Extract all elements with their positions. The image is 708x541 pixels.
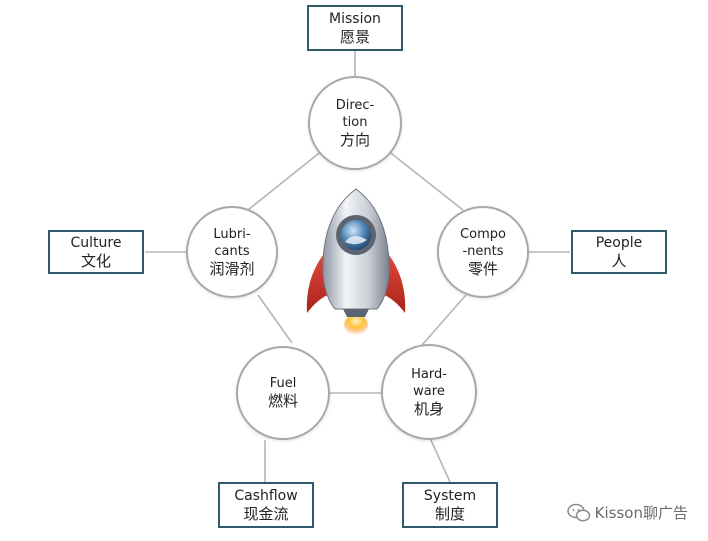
rocket-nozzle bbox=[343, 309, 369, 317]
rocket-flame bbox=[344, 315, 368, 335]
node-hardware-zh: 机身 bbox=[413, 399, 444, 418]
node-components: Compo -nents 零件 bbox=[437, 206, 529, 298]
node-lubricants-en: Lubri- cants bbox=[213, 226, 251, 259]
node-direction-en: Direc- tion bbox=[335, 97, 375, 130]
node-hardware: Hard- ware 机身 bbox=[381, 344, 477, 440]
connector-direction-components bbox=[386, 149, 464, 211]
box-mission-zh: 愿景 bbox=[339, 27, 370, 46]
box-mission-en: Mission bbox=[329, 10, 381, 27]
node-fuel: Fuel 燃料 bbox=[236, 346, 330, 440]
watermark-text: Kisson聊广告 bbox=[594, 504, 688, 522]
box-system-en: System bbox=[423, 487, 477, 504]
node-fuel-en: Fuel bbox=[269, 376, 297, 391]
box-culture: Culture 文化 bbox=[48, 230, 144, 274]
node-lubricants: Lubri- cants 润滑剂 bbox=[186, 206, 278, 298]
box-culture-en: Culture bbox=[70, 234, 122, 251]
wechat-icon bbox=[566, 503, 590, 521]
node-components-zh: 零件 bbox=[467, 259, 498, 278]
box-system: System 制度 bbox=[402, 482, 498, 528]
rocket-window bbox=[341, 220, 371, 250]
connector-lubricants-fuel bbox=[257, 294, 293, 344]
box-system-zh: 制度 bbox=[434, 504, 465, 523]
box-cashflow-en: Cashflow bbox=[234, 487, 298, 504]
box-mission: Mission 愿景 bbox=[307, 5, 403, 51]
box-people-zh: 人 bbox=[611, 251, 627, 270]
box-people-en: People bbox=[595, 234, 643, 251]
connector-hardware-system bbox=[429, 437, 451, 483]
node-direction: Direc- tion 方向 bbox=[308, 76, 402, 170]
node-fuel-zh: 燃料 bbox=[267, 392, 298, 410]
node-lubricants-zh: 润滑剂 bbox=[209, 259, 255, 278]
node-hardware-en: Hard- ware bbox=[411, 366, 447, 399]
node-direction-zh: 方向 bbox=[339, 130, 370, 149]
rocket-icon bbox=[306, 188, 406, 335]
box-cashflow-zh: 现金流 bbox=[243, 504, 289, 523]
connector-direction-lubricants bbox=[247, 149, 324, 211]
box-culture-zh: 文化 bbox=[80, 251, 111, 270]
connector-components-hardware bbox=[421, 294, 467, 346]
watermark: Kisson聊广告 bbox=[566, 502, 688, 523]
box-people: People 人 bbox=[571, 230, 667, 274]
node-components-en: Compo -nents bbox=[460, 226, 506, 259]
box-cashflow: Cashflow 现金流 bbox=[218, 482, 314, 528]
